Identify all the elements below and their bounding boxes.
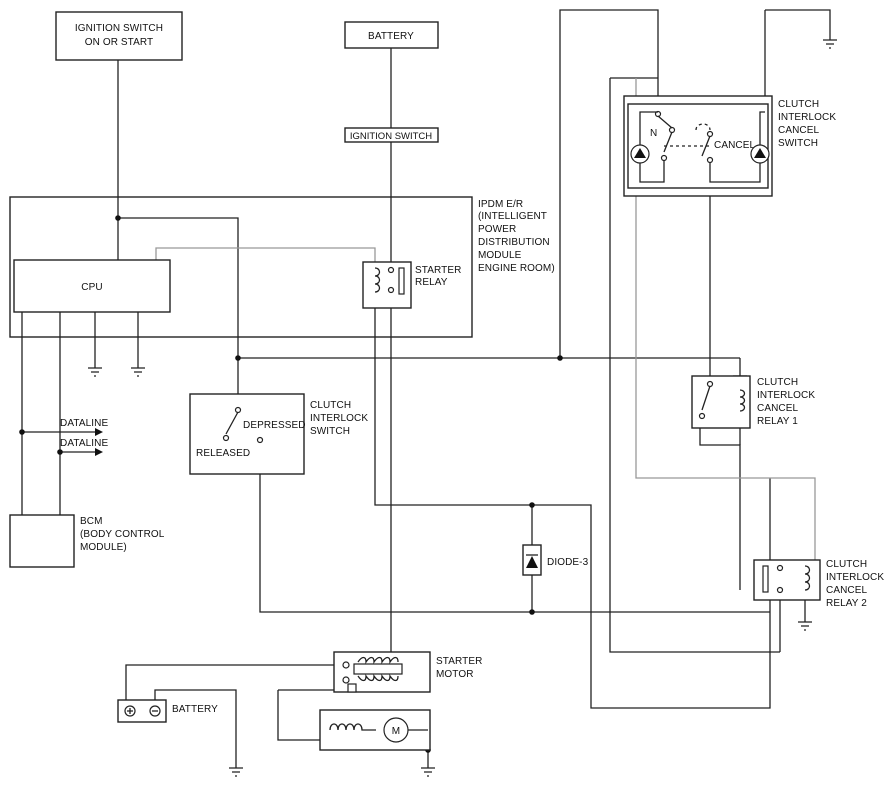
ipdm-module: IPDM E/R (INTELLIGENT POWER DISTRIBUTION…	[9, 196, 555, 338]
wires	[21, 9, 831, 768]
bcm-block: BCM (BODY CONTROL MODULE)	[9, 514, 165, 568]
clutch-interlock-cancel-switch: N CANCEL CLUTCH INTERLOCK CANCEL SWITCH	[623, 95, 836, 197]
svg-text:MODULE): MODULE)	[80, 542, 127, 553]
clutch-interlock-cancel-relay-2: CLUTCH INTERLOCK CANCEL RELAY 2	[753, 559, 884, 609]
svg-text:IPDM E/R: IPDM E/R	[478, 199, 523, 210]
svg-text:MODULE: MODULE	[478, 250, 522, 261]
starter-relay: STARTER RELAY	[362, 261, 461, 309]
svg-text:MOTOR: MOTOR	[436, 669, 474, 680]
svg-text:CLUTCH: CLUTCH	[757, 377, 798, 388]
starter-motor: STARTER MOTOR M	[319, 651, 482, 751]
svg-text:STARTER: STARTER	[436, 656, 482, 667]
svg-text:BATTERY: BATTERY	[368, 31, 414, 42]
svg-text:CLUTCH: CLUTCH	[310, 400, 351, 411]
svg-text:RELAY 2: RELAY 2	[826, 598, 867, 609]
dataline-arrows: DATALINE DATALINE	[60, 418, 108, 456]
svg-text:(BODY CONTROL: (BODY CONTROL	[80, 529, 165, 540]
svg-text:CANCEL: CANCEL	[757, 403, 799, 414]
svg-text:CLUTCH: CLUTCH	[826, 559, 867, 570]
signal-wires	[155, 78, 816, 562]
svg-text:RELEASED: RELEASED	[196, 448, 250, 459]
svg-text:SWITCH: SWITCH	[310, 426, 350, 437]
svg-text:STARTER: STARTER	[415, 265, 461, 276]
svg-text:DEPRESSED: DEPRESSED	[243, 420, 306, 431]
cpu-block: CPU	[13, 259, 171, 313]
svg-text:DATALINE: DATALINE	[60, 418, 108, 429]
ignition-switch-on-start-box: IGNITION SWITCH ON OR START	[55, 11, 183, 61]
svg-text:INTERLOCK: INTERLOCK	[757, 390, 815, 401]
svg-text:POWER: POWER	[478, 224, 516, 235]
svg-text:INTERLOCK: INTERLOCK	[826, 572, 884, 583]
svg-text:RELAY: RELAY	[415, 277, 448, 288]
svg-text:DATALINE: DATALINE	[60, 438, 108, 449]
svg-text:CLUTCH: CLUTCH	[778, 99, 819, 110]
svg-text:RELAY 1: RELAY 1	[757, 416, 798, 427]
svg-text:IGNITION SWITCH: IGNITION SWITCH	[75, 23, 163, 34]
svg-text:CPU: CPU	[81, 282, 102, 293]
svg-text:N: N	[650, 128, 657, 139]
svg-text:ENGINE ROOM): ENGINE ROOM)	[478, 263, 555, 274]
svg-text:M: M	[392, 726, 400, 737]
svg-text:INTERLOCK: INTERLOCK	[310, 413, 368, 424]
svg-text:CANCEL: CANCEL	[826, 585, 868, 596]
svg-text:BCM: BCM	[80, 516, 103, 527]
svg-text:INTERLOCK: INTERLOCK	[778, 112, 836, 123]
svg-text:(INTELLIGENT: (INTELLIGENT	[478, 211, 547, 222]
svg-text:DISTRIBUTION: DISTRIBUTION	[478, 237, 550, 248]
ignition-switch-box: IGNITION SWITCH	[344, 127, 439, 143]
clutch-interlock-switch: DEPRESSED RELEASED CLUTCH INTERLOCK SWIT…	[189, 393, 368, 475]
svg-text:BATTERY: BATTERY	[172, 704, 218, 715]
svg-text:ON OR START: ON OR START	[85, 37, 154, 48]
svg-text:CANCEL: CANCEL	[778, 125, 820, 136]
clutch-interlock-cancel-relay-1: CLUTCH INTERLOCK CANCEL RELAY 1	[691, 375, 815, 429]
battery-bottom: BATTERY	[117, 699, 218, 723]
battery-top-box: BATTERY	[344, 21, 439, 49]
svg-text:CANCEL: CANCEL	[714, 140, 756, 151]
svg-text:DIODE-3: DIODE-3	[547, 557, 589, 568]
diode-3: DIODE-3	[522, 544, 589, 576]
svg-text:IGNITION SWITCH: IGNITION SWITCH	[350, 131, 432, 142]
svg-text:SWITCH: SWITCH	[778, 138, 818, 149]
